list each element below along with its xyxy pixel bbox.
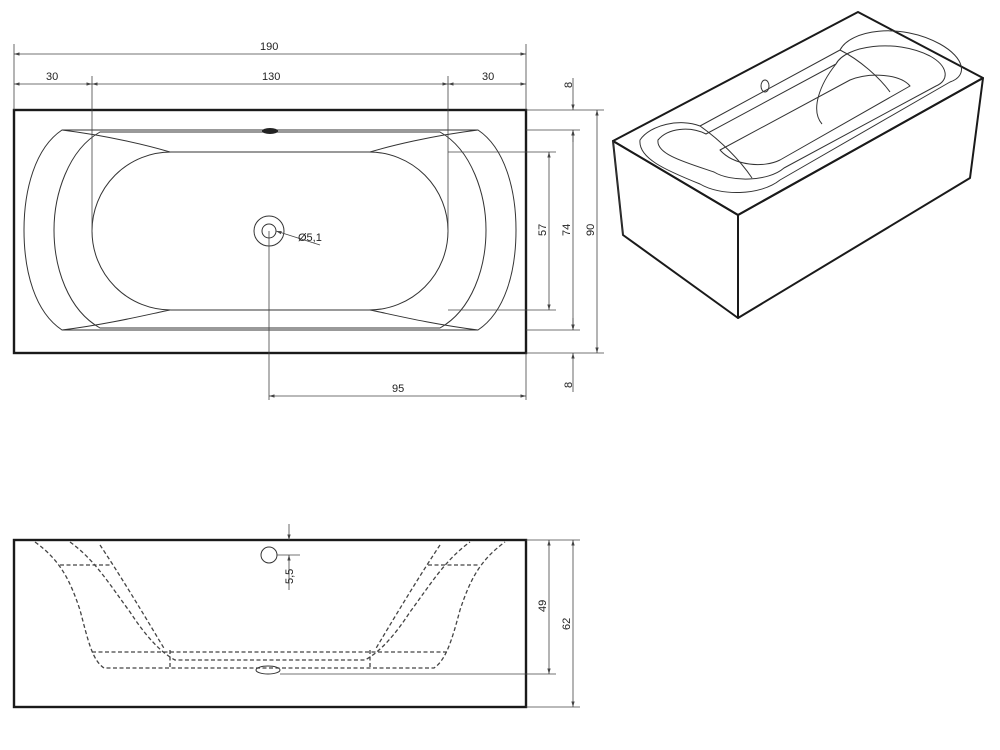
dim-overflow-offset: 5,5 <box>284 569 296 584</box>
dim-top-rim: 8 <box>563 82 575 88</box>
basin-floor <box>91 151 449 311</box>
headrest-left <box>61 129 171 331</box>
dim-basin-depth: 49 <box>537 600 549 612</box>
drain-diameter-label: Ø5,1 <box>298 232 322 244</box>
side-view-outline <box>12 538 528 709</box>
top-view-outer-rim <box>12 108 528 355</box>
dim-left-segment: 30 <box>46 71 58 83</box>
overflow-hole <box>262 128 278 134</box>
dim-overall-width: 190 <box>260 41 278 53</box>
side-drain <box>255 665 281 675</box>
dim-drain-offset: 95 <box>392 383 404 395</box>
headrest-right <box>369 129 479 331</box>
isometric-view <box>612 11 984 319</box>
dim-inner-74: 74 <box>561 224 573 236</box>
dim-total-height: 62 <box>561 618 573 630</box>
dim-middle-segment: 130 <box>262 71 280 83</box>
side-view: 5,5 49 62 <box>12 524 580 709</box>
hidden-basin-outer <box>34 541 506 669</box>
dim-inner-57: 57 <box>537 224 549 236</box>
iso-overflow-hole <box>760 79 770 93</box>
dim-overall-depth: 90 <box>585 224 597 236</box>
dim-right-segment: 30 <box>482 71 494 83</box>
basin-inner-shoulder <box>53 131 487 329</box>
side-overflow-hole <box>260 546 278 564</box>
dim-bottom-rim: 8 <box>563 382 575 388</box>
hidden-basin-inner <box>69 541 471 661</box>
drain-leader <box>275 230 321 246</box>
basin-outer-contour <box>23 129 517 331</box>
top-view: Ø5,1 190 30 130 30 8 57 74 90 <box>12 41 604 400</box>
